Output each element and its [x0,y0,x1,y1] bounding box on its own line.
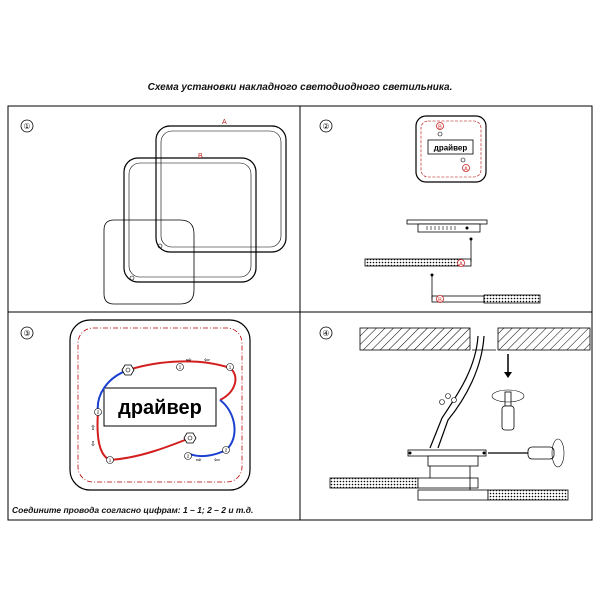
callout-a: A [464,167,468,173]
driver-side [417,223,481,233]
wiring-instruction: Соедините провода согласно цифрам: 1 – 1… [12,505,254,515]
label-b: B [198,153,203,160]
driver-label-small: драйвер [434,144,468,153]
frame-a-outer [155,125,287,253]
plate-wiring-outer [69,319,251,491]
svg-text:1: 1 [109,458,112,463]
frame-a-inner [160,130,282,248]
svg-text:2: 2 [187,454,190,459]
lamp-bar-right [487,489,569,501]
plate-wiring-dashed [77,327,243,483]
svg-text:⇨: ⇨ [186,357,192,364]
driver-label-large: драйвер [118,397,202,419]
page-title: Схема установки накладного светодиодного… [147,82,453,93]
panel-3: ③ драйвер 1 2 2 1 2 [20,319,251,491]
ceiling-right [497,327,591,351]
lamp-bar-2 [483,294,541,304]
panel-1: ① A B [20,119,287,305]
mount-plate [407,449,487,457]
screwdriver-shaft [504,391,512,407]
panel-4: ④ [319,326,591,501]
driver-box-large [103,387,217,427]
svg-text:2: 2 [97,410,100,415]
screwdriver-handle [501,405,515,431]
panel-1-number-circle [20,119,34,133]
svg-text:1: 1 [179,365,182,370]
driver-body [427,455,479,467]
svg-text:⇧: ⇧ [90,424,96,432]
svg-text:⇦: ⇦ [204,357,210,364]
panel-2-number: ② [322,122,329,131]
plate-side [406,219,488,225]
wire-blue-left [96,369,129,413]
wire-red-top [127,360,237,401]
supply-cable [429,335,479,449]
callout-a-circle [462,164,470,172]
lamp-bar-1 [364,258,462,267]
panel-4-number: ④ [322,329,329,338]
svg-text:⇦: ⇦ [214,457,220,464]
driver-box-small [427,139,474,155]
panel-2: ② драйвер B A A B [319,115,541,304]
svg-text:A: A [459,262,463,268]
svg-text:⇩: ⇩ [90,441,96,448]
panel-3-number: ③ [23,329,30,338]
ceiling-left [359,327,471,351]
panel-1-number: ① [23,122,30,131]
callout-b: B [438,125,442,131]
label-a: A [222,119,227,126]
base-plate-outline [103,219,195,305]
svg-text:2: 2 [225,448,228,453]
svg-text:B: B [438,298,442,304]
lamp-bar-left [329,477,419,489]
svg-text:⇨: ⇨ [196,457,202,464]
callout-b-circle [436,122,444,130]
svg-text:1: 1 [229,365,232,370]
